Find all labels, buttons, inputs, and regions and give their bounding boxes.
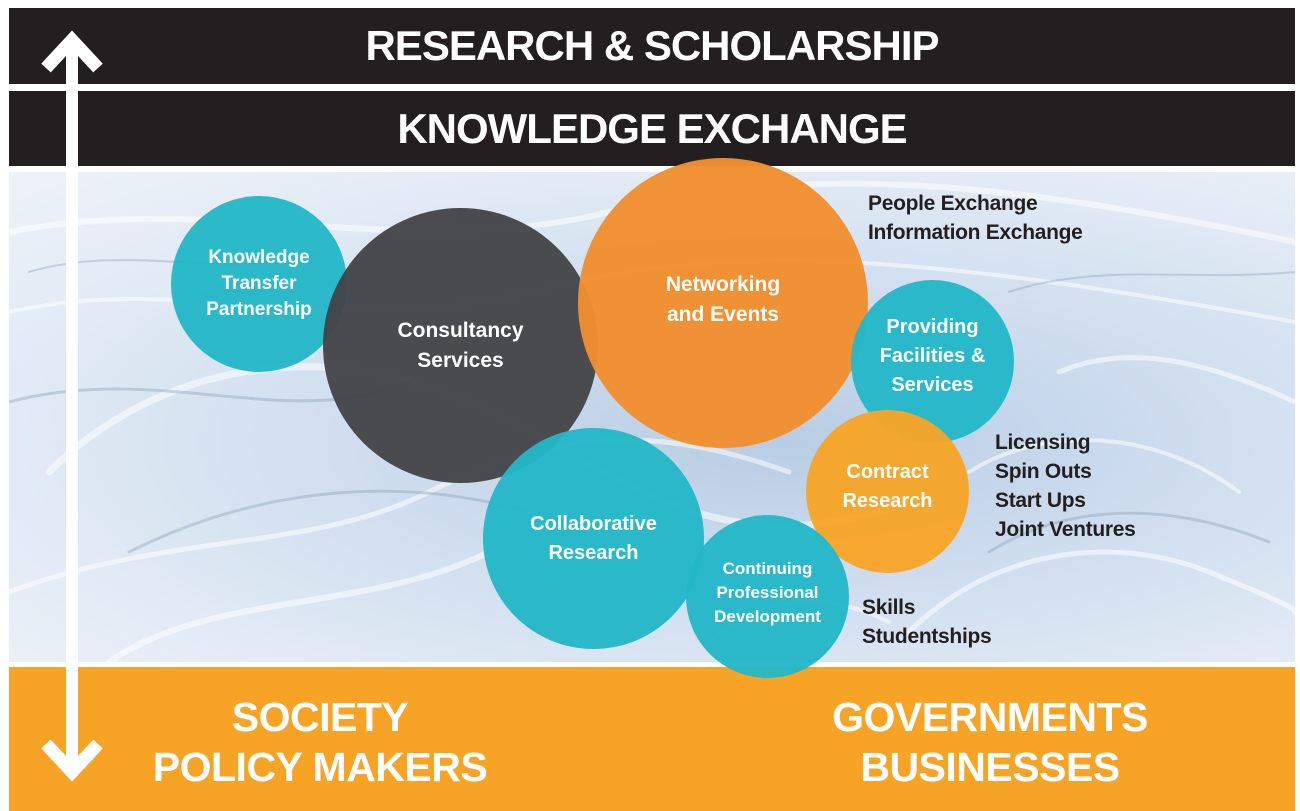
spin-outs-label: Spin Outs (995, 460, 1092, 483)
research-scholarship-title: RESEARCH & SCHOLARSHIP (365, 22, 939, 69)
commercial-labels: Licensing Spin Outs Start Ups Joint Vent… (995, 428, 1136, 544)
information-exchange-label: Information Exchange (868, 221, 1083, 244)
continuing-professional-development-circle: Continuing Professional Development (686, 515, 849, 678)
businesses-label: BUSINESSES (860, 744, 1120, 790)
vertical-double-arrow-icon (41, 30, 103, 782)
skills-label: Skills (862, 596, 916, 619)
society-label: SOCIETY (231, 694, 409, 740)
exchange-labels: People Exchange Information Exchange (868, 189, 1083, 247)
skills-labels: Skills Studentships (862, 593, 992, 651)
joint-ventures-label: Joint Ventures (995, 518, 1136, 541)
contract-research-label: Contract Research (842, 460, 933, 512)
stakeholders-right: GOVERNMENTS BUSINESSES (760, 692, 1220, 792)
consultancy-services-label: Consultancy Services (397, 318, 524, 372)
providing-facilities-label: Providing Facilities & Services (879, 316, 986, 396)
stakeholders-left: SOCIETY POLICY MAKERS (100, 692, 540, 792)
studentships-label: Studentships (862, 625, 992, 648)
collaborative-research-label: Collaborative Research (530, 512, 657, 564)
collaborative-research-circle: Collaborative Research (483, 428, 704, 649)
knowledge-transfer-partnership-label: Knowledge Transfer Partnership (206, 247, 312, 320)
networking-events-circle: Networking and Events (578, 158, 868, 448)
stakeholders-band (9, 667, 1295, 811)
knowledge-exchange-band: KNOWLEDGE EXCHANGE (9, 91, 1295, 166)
policy-makers-label: POLICY MAKERS (152, 744, 488, 790)
research-scholarship-band: RESEARCH & SCHOLARSHIP (9, 8, 1295, 84)
people-exchange-label: People Exchange (868, 192, 1038, 215)
start-ups-label: Start Ups (995, 489, 1086, 512)
knowledge-transfer-partnership-circle: Knowledge Transfer Partnership (171, 196, 347, 372)
governments-label: GOVERNMENTS (832, 694, 1148, 740)
continuing-professional-development-label: Continuing Professional Development (714, 558, 821, 626)
contract-research-circle: Contract Research (806, 410, 969, 573)
licensing-label: Licensing (995, 431, 1091, 454)
knowledge-exchange-title: KNOWLEDGE EXCHANGE (397, 104, 907, 152)
networking-events-label: Networking and Events (665, 273, 781, 326)
